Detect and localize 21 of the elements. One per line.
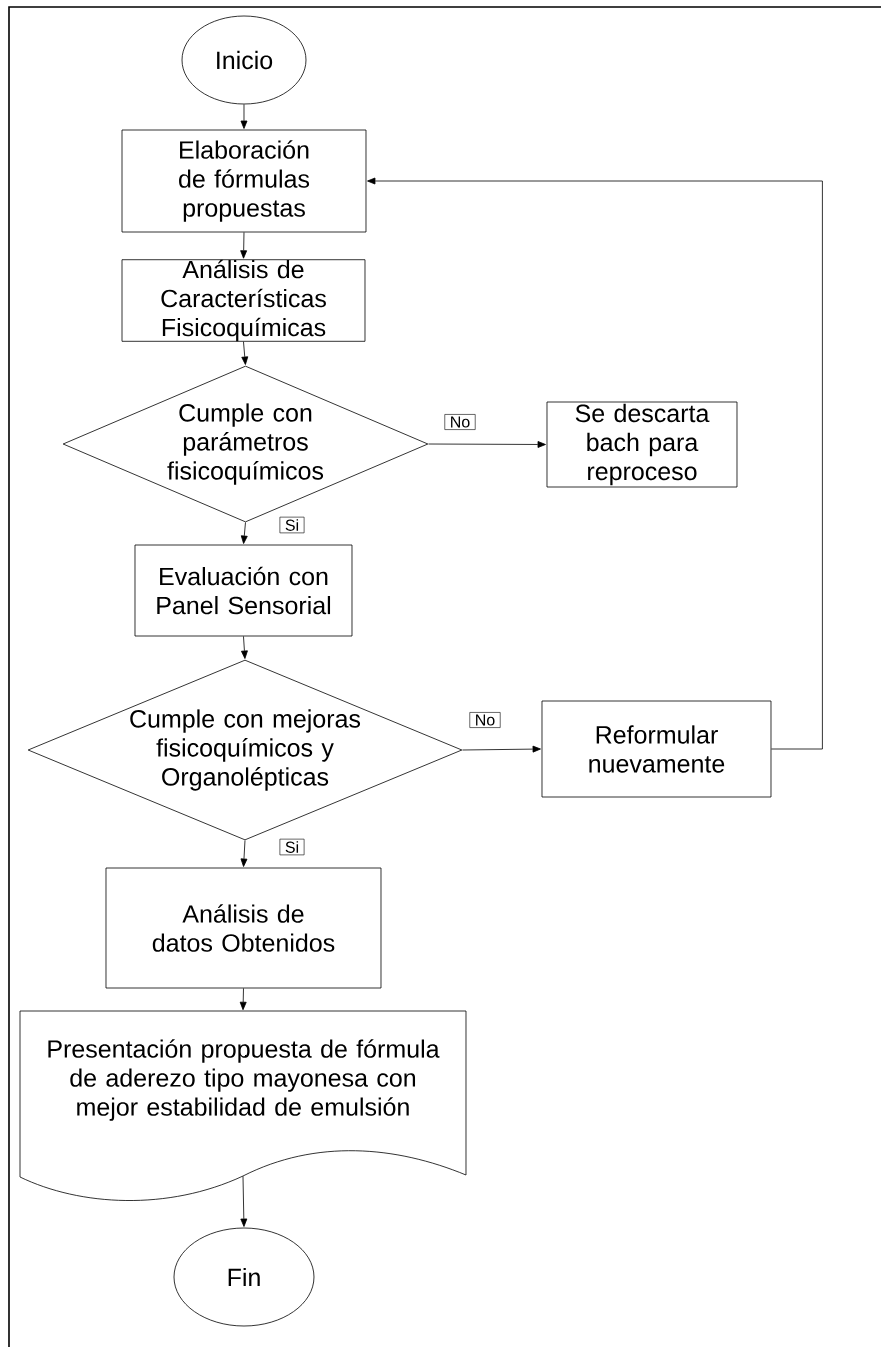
arrow — [241, 341, 249, 365]
edge-label: No — [444, 414, 476, 430]
process-box: Se descarta bach para reproceso — [546, 401, 738, 488]
arrow — [240, 104, 248, 129]
arrow — [241, 636, 248, 659]
arrow — [240, 1218, 248, 1227]
process-box: Análisis de Características Fisicoquímicas — [121, 259, 366, 342]
process-box: Análisis de datos Obtenidos — [105, 867, 382, 989]
edge-label: Si — [279, 838, 305, 856]
arrow — [367, 177, 823, 750]
arrow — [239, 988, 247, 1011]
arrow — [240, 232, 248, 259]
arrow — [428, 441, 546, 448]
edge-label: Si — [279, 516, 305, 534]
arrow — [240, 522, 248, 544]
arrow — [462, 745, 541, 753]
arrow — [240, 840, 248, 867]
process-box: Elaboración de fórmulas propuestas — [121, 129, 367, 233]
edge-label: No — [469, 712, 501, 728]
process-box: Reformular nuevamente — [541, 700, 772, 798]
process-box: Evaluación con Panel Sensorial — [134, 544, 353, 637]
